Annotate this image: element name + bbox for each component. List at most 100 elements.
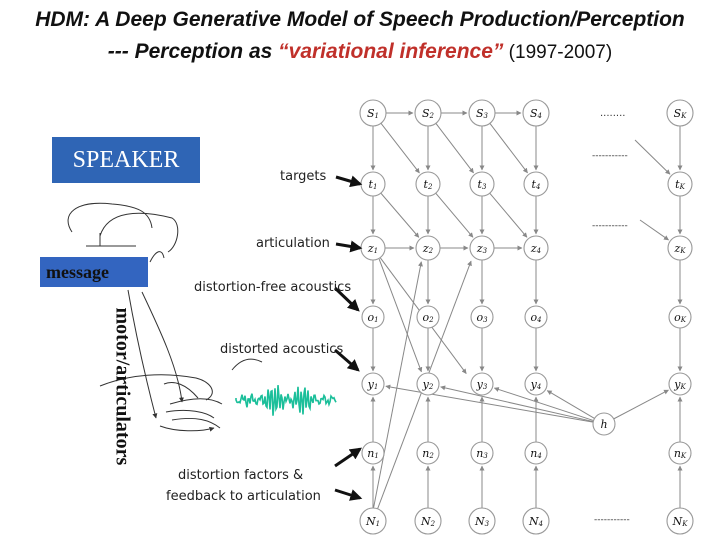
node-z-3: z3 [469, 235, 495, 261]
node-t-K: tK [667, 171, 693, 197]
node-o-4-circle [524, 305, 548, 329]
node-y-2: y2 [416, 372, 440, 396]
node-z-4-label: z4 [530, 242, 541, 256]
node-o-K-label: oK [674, 311, 687, 325]
node-z-3-label: z3 [476, 242, 488, 256]
node-N-4-circle [522, 507, 550, 535]
edge-S-t-diag [435, 123, 474, 174]
node-y-4-label: y4 [530, 378, 542, 392]
edge-t-z-diag [489, 192, 528, 238]
node-y-4: y4 [524, 372, 548, 396]
node-S-1-label: S1 [367, 107, 379, 121]
edge-z-y-long [378, 259, 423, 373]
label-factors-line1: distortion factors & [178, 468, 304, 483]
node-t-1-label: t1 [369, 178, 378, 192]
node-n-2-label: n2 [422, 447, 434, 461]
node-N-1: N1 [359, 507, 387, 535]
node-n-4-label: n4 [530, 447, 542, 461]
node-z-2-circle [415, 235, 441, 261]
node-S-3-circle [468, 99, 496, 127]
arrow-distorted [334, 348, 360, 372]
node-z-3-circle [469, 235, 495, 261]
node-y-1: y1 [361, 372, 385, 396]
node-n-3-circle [470, 441, 494, 465]
edge-S-t-diag [380, 122, 420, 174]
node-N-1-label: N1 [365, 515, 380, 529]
ellipsis-z: ----------- [592, 221, 628, 231]
node-t-2-label: t2 [424, 178, 433, 192]
node-o-3-circle [470, 305, 494, 329]
label-targets: targets [280, 169, 327, 184]
arrow-articulation [335, 240, 363, 253]
node-o-2-label: o2 [422, 311, 434, 325]
node-S-3: S3 [468, 99, 496, 127]
node-z-K-circle [667, 235, 693, 261]
node-N-K: NK [666, 507, 694, 535]
node-o-K: oK [668, 305, 692, 329]
ellipsis-top: ........ [600, 108, 625, 119]
node-t-1: t1 [360, 171, 386, 197]
label-factors-line2: feedback to articulation [166, 489, 321, 504]
edge-h-y [546, 390, 595, 419]
node-n-1: n1 [361, 441, 385, 465]
node-o-3: o3 [470, 305, 494, 329]
node-S-1: S1 [359, 99, 387, 127]
node-N-3-circle [468, 507, 496, 535]
node-t-K-label: tK [675, 178, 685, 192]
node-S-K: SK [666, 99, 694, 127]
node-y-K-circle [668, 372, 692, 396]
node-o-1-label: o1 [367, 311, 378, 325]
node-y-2-label: y2 [422, 378, 434, 392]
node-o-4-label: o4 [530, 311, 541, 325]
node-n-K-circle [668, 441, 692, 465]
node-o-1: o1 [361, 305, 385, 329]
node-z-4-circle [523, 235, 549, 261]
node-y-4-circle [524, 372, 548, 396]
title-highlight: “variational inference” [278, 40, 504, 63]
node-S-4-circle [522, 99, 550, 127]
edge-S-t-diag [634, 139, 671, 175]
node-t-4-label: t4 [532, 178, 541, 192]
edge-h-y [440, 385, 594, 423]
node-o-3-label: o3 [476, 311, 488, 325]
ellipsis-bottom: ----------- [594, 515, 630, 525]
node-y-1-circle [361, 372, 385, 396]
edge-t-z-diag [639, 219, 669, 241]
node-S-2-circle [414, 99, 442, 127]
node-n-3: n3 [470, 441, 494, 465]
node-z-4: z4 [523, 235, 549, 261]
node-N-2: N2 [414, 507, 442, 535]
node-z-1-label: z1 [367, 242, 378, 256]
arrow-targets [335, 175, 363, 188]
label-distortion-free: distortion-free acoustics [194, 280, 352, 295]
ellipsis-t: ----------- [592, 151, 628, 161]
edge-h-y [613, 389, 669, 420]
node-t-4: t4 [523, 171, 549, 197]
node-n-2: n2 [416, 441, 440, 465]
speaker-box: SPEAKER [52, 137, 200, 183]
node-y-1-label: y1 [367, 378, 379, 392]
node-N-2-circle [414, 507, 442, 535]
node-y-3-circle [470, 372, 494, 396]
node-h-label: h [600, 418, 607, 431]
node-n-1-circle [361, 441, 385, 465]
node-N-3: N3 [468, 507, 496, 535]
node-o-1-circle [361, 305, 385, 329]
title-line-2: --- Perception as “variational inference… [0, 40, 720, 64]
node-N-2-label: N2 [420, 515, 436, 529]
node-o-K-circle [668, 305, 692, 329]
annotation-arrows [333, 175, 363, 501]
node-y-2-circle [416, 372, 440, 396]
speaker-sketch [67, 202, 263, 432]
label-distorted: distorted acoustics [220, 342, 344, 357]
node-o-2: o2 [416, 305, 440, 329]
node-n-2-circle [416, 441, 440, 465]
node-z-K: zK [667, 235, 693, 261]
node-t-3: t3 [469, 171, 495, 197]
node-t-2-circle [415, 171, 441, 197]
node-z-2: z2 [415, 235, 441, 261]
node-S-2-label: S2 [422, 107, 435, 121]
graph-edges [370, 110, 683, 510]
